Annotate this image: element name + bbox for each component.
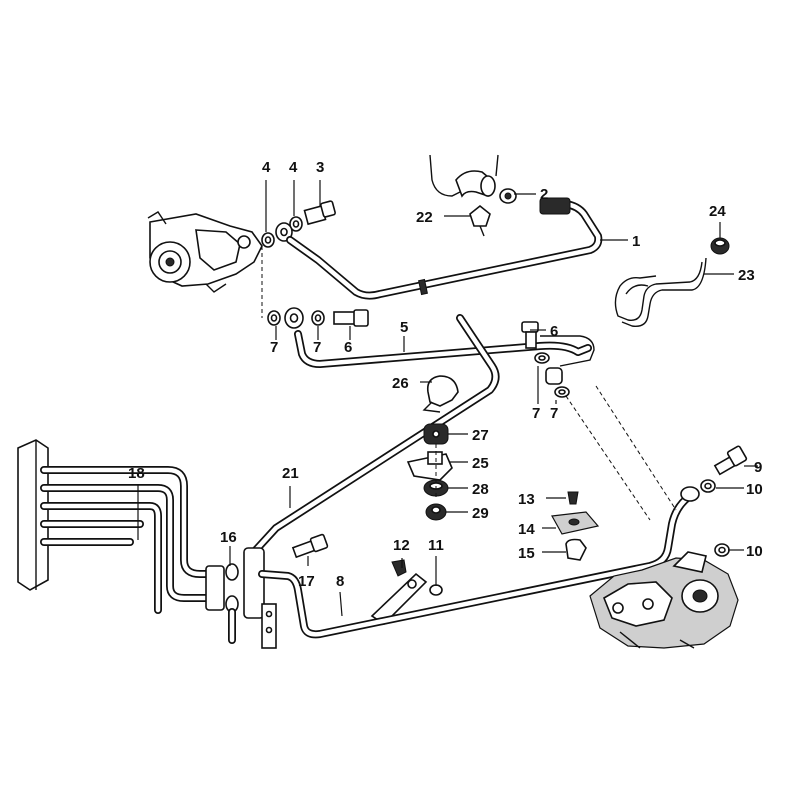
callout-6a: 6 (344, 339, 352, 356)
callout-18: 18 (128, 465, 145, 482)
callout-14: 14 (518, 521, 535, 538)
callout-28: 28 (472, 481, 489, 498)
callout-10b: 10 (746, 543, 763, 560)
washer-7a (267, 310, 281, 326)
callout-3: 3 (316, 159, 324, 176)
callout-5: 5 (400, 319, 408, 336)
reservoir-hose (429, 154, 499, 198)
callout-13: 13 (518, 491, 535, 508)
return-line-1 (286, 197, 603, 300)
steering-gear (589, 551, 739, 649)
screw-12 (391, 559, 407, 577)
washer-7d (554, 386, 570, 398)
power-steering-pump (147, 211, 263, 293)
clamp-15 (565, 538, 587, 561)
banjo-bolt-9 (713, 445, 748, 476)
rubber-mount-27 (423, 423, 449, 445)
banjo-bolt-6a (333, 309, 369, 327)
callout-9: 9 (754, 459, 762, 476)
retaining-bracket-23 (614, 257, 707, 327)
banjo-fitting-upper (275, 222, 293, 242)
washer-7b (311, 310, 325, 326)
bolt-17 (291, 533, 329, 559)
callout-1: 1 (632, 233, 640, 250)
callout-7d: 7 (550, 405, 558, 422)
banjo-bolt-3 (303, 200, 336, 226)
washer-7c (534, 352, 550, 364)
banjo-fitting-right (545, 367, 563, 385)
alignment-line-b (595, 385, 677, 511)
hose-21 (250, 314, 500, 556)
callout-17: 17 (298, 573, 315, 590)
callout-23: 23 (738, 267, 755, 284)
washer-4b (289, 216, 303, 232)
leader-lines (137, 180, 758, 617)
washer-4a (261, 232, 275, 248)
alignment-line-a (565, 395, 651, 521)
line-8 (258, 486, 700, 639)
washer-10a (700, 479, 716, 493)
callout-16: 16 (220, 529, 237, 546)
callout-7a: 7 (270, 339, 278, 356)
callout-15: 15 (518, 545, 535, 562)
callout-26: 26 (392, 375, 409, 392)
callout-4a: 4 (262, 159, 271, 176)
callout-2: 2 (540, 186, 548, 203)
callout-7c: 7 (532, 405, 540, 422)
pipe-clamp-26 (422, 375, 459, 413)
callout-4b: 4 (289, 159, 298, 176)
oil-cooler-18 (17, 439, 225, 614)
screw-13 (567, 491, 579, 505)
callout-25: 25 (472, 455, 489, 472)
callout-10a: 10 (746, 481, 763, 498)
callout-11: 11 (428, 537, 444, 554)
clip-14 (551, 511, 600, 535)
nut-29 (425, 503, 447, 521)
callout-24: 24 (709, 203, 726, 220)
callout-12: 12 (393, 537, 410, 554)
callout-8: 8 (336, 573, 344, 590)
callouts: 1 2 3 4 4 5 6 6 7 7 7 7 8 9 10 10 11 12 … (128, 159, 763, 590)
hose-clamp-22 (469, 204, 491, 237)
callout-27: 27 (472, 427, 489, 444)
o-ring-16a (225, 563, 239, 581)
callout-7b: 7 (313, 339, 321, 356)
mounting-bracket-25 (406, 451, 453, 481)
callout-21: 21 (282, 465, 299, 482)
callout-29: 29 (472, 505, 489, 522)
washer-10b (714, 543, 730, 557)
banjo-fitting-lower (284, 307, 304, 329)
grommet-24 (710, 237, 730, 255)
hose-clamp-2 (499, 188, 517, 204)
callout-6b: 6 (550, 323, 558, 340)
callout-22: 22 (416, 209, 433, 226)
bolt-11 (429, 584, 443, 596)
pressure-line-5 (294, 330, 595, 368)
cooler-connector (228, 547, 277, 649)
